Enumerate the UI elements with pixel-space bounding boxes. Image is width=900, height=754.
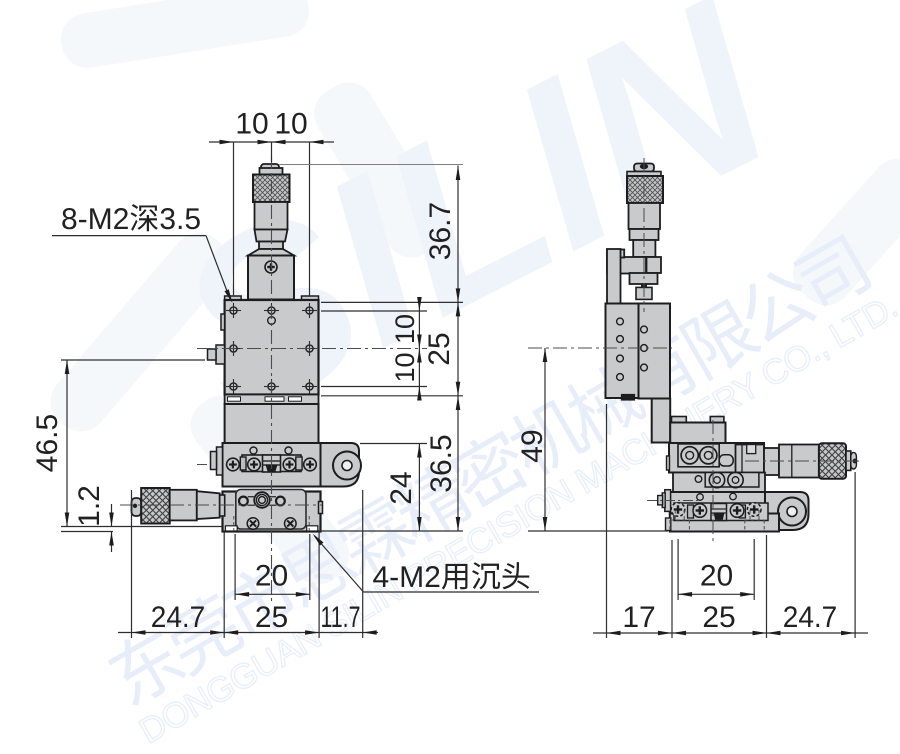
svg-text:49: 49 [516, 429, 549, 462]
svg-text:20: 20 [255, 560, 288, 593]
svg-text:46.5: 46.5 [31, 414, 64, 472]
svg-text:25: 25 [255, 601, 288, 634]
svg-text:11.7: 11.7 [321, 601, 361, 634]
svg-text:10: 10 [390, 352, 420, 382]
svg-text:1.2: 1.2 [73, 485, 106, 527]
svg-text:17: 17 [622, 601, 655, 634]
svg-text:36.7: 36.7 [424, 202, 457, 260]
svg-text:36.5: 36.5 [425, 434, 458, 492]
svg-text:10: 10 [235, 108, 268, 141]
svg-text:10: 10 [390, 314, 420, 344]
svg-text:25: 25 [702, 601, 735, 634]
svg-text:10: 10 [274, 108, 307, 141]
svg-text:24.7: 24.7 [151, 601, 206, 634]
svg-text:20: 20 [700, 560, 733, 593]
svg-text:24.7: 24.7 [783, 601, 838, 634]
svg-text:25: 25 [423, 332, 456, 365]
svg-text:24: 24 [385, 471, 418, 504]
